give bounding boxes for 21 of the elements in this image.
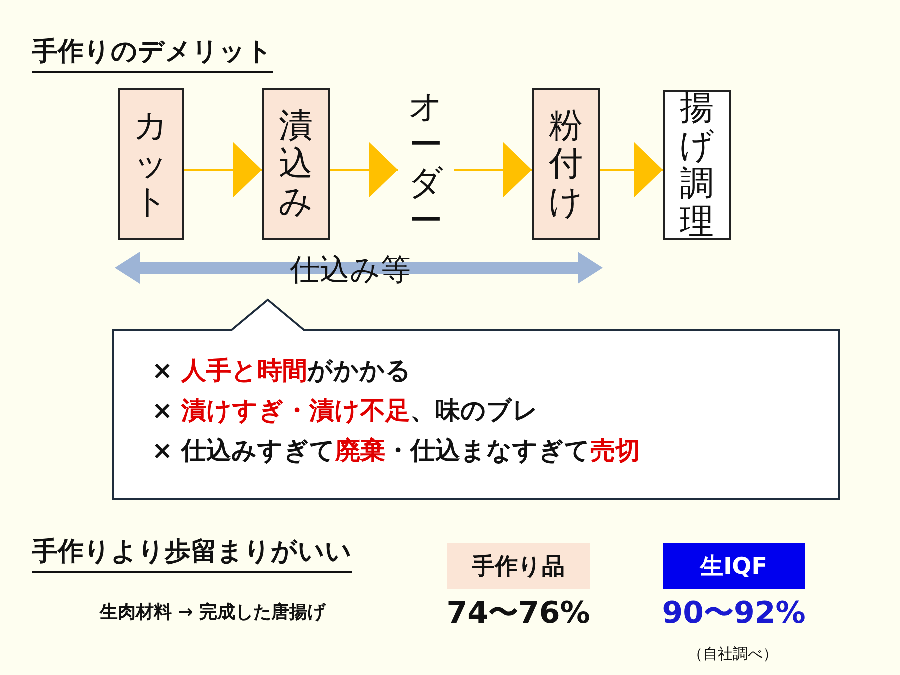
process-box: 粉付け <box>532 88 600 240</box>
percentage-value: 90〜92% <box>661 595 807 633</box>
span-label: 仕込み等 <box>290 252 411 290</box>
column-header: 手作り品 <box>447 543 590 589</box>
process-box: カット <box>118 88 184 240</box>
title: 手作りのデメリット <box>32 34 273 73</box>
process-box: 揚げ調理 <box>663 90 731 240</box>
step-text: オーダー <box>408 88 444 240</box>
source-note: （自社調べ） <box>688 645 778 664</box>
chevron-arrow <box>330 142 398 198</box>
note-text: 生肉材料 → 完成した唐揚げ <box>100 601 326 624</box>
section-heading: 手作りより歩留まりがいい <box>32 534 352 573</box>
bullet-text: × 人手と時間がかかる <box>152 356 412 386</box>
chevron-arrow <box>184 142 262 198</box>
chevron-arrow <box>454 142 532 198</box>
column-header: 生IQF <box>663 543 805 589</box>
process-box: 漬込み <box>262 88 330 240</box>
bullet-text: × 仕込みすぎて廃棄・仕込まなすぎて売切 <box>152 436 641 466</box>
percentage-value: 74〜76% <box>446 595 592 633</box>
bullet-text: × 漬けすぎ・漬け不足、味のブレ <box>152 396 539 426</box>
chevron-arrow <box>600 142 663 198</box>
